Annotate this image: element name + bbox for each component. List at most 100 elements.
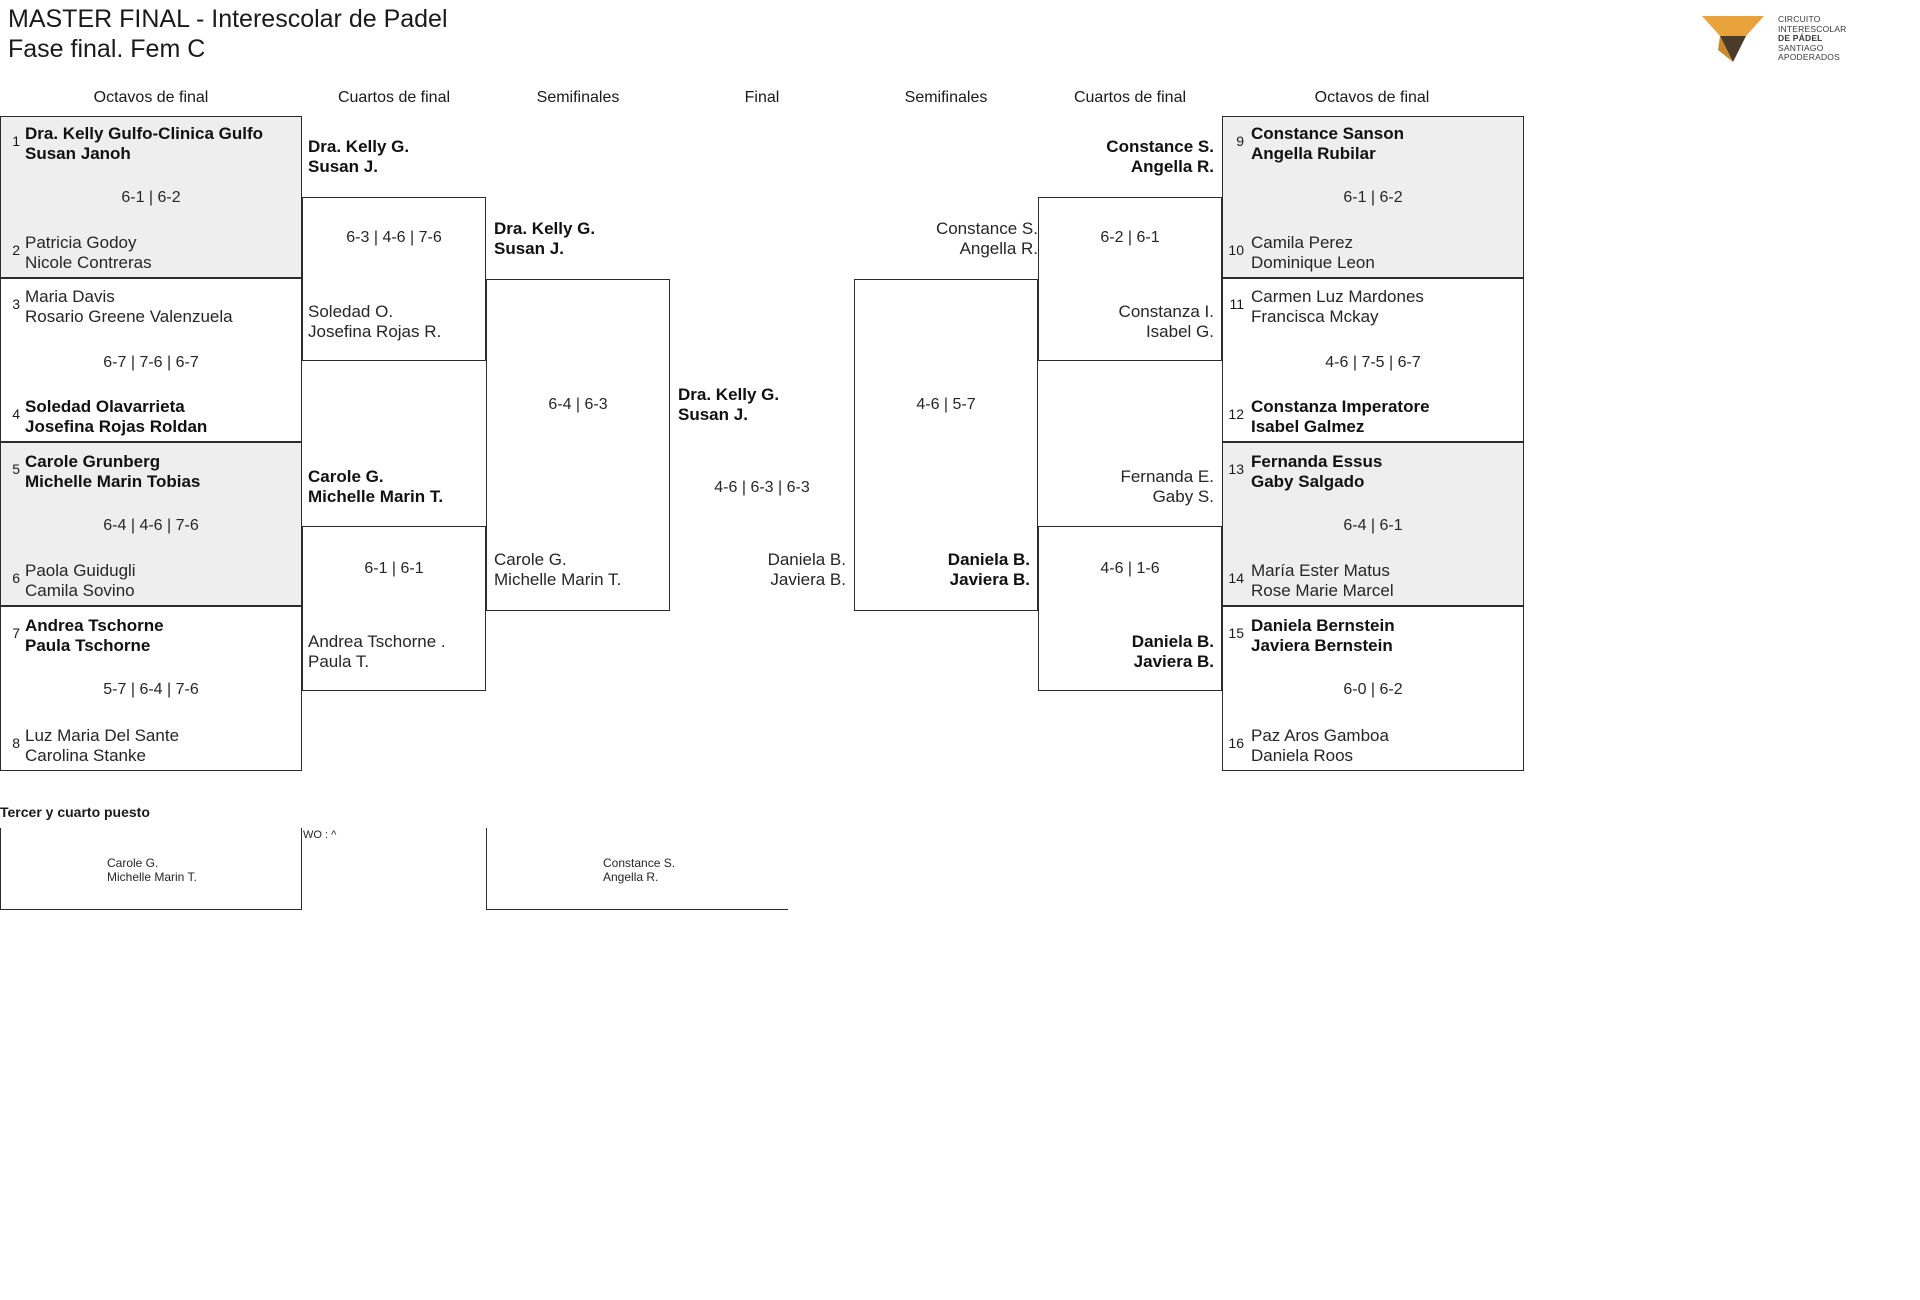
- team-9-player-1: Constance Sanson: [1251, 124, 1405, 143]
- team-8-player-2: Carolina Stanke: [25, 746, 146, 765]
- third-place-box-right[interactable]: [486, 828, 788, 910]
- score-left-r16-2: 6-7 | 7-6 | 6-7: [103, 354, 199, 371]
- third-place-box-left[interactable]: [0, 828, 302, 910]
- page-title: MASTER FINAL - Interescolar de Padel Fas…: [8, 4, 448, 64]
- team-10-player-1: Camila Perez: [1251, 233, 1354, 252]
- right-qf-3-player-2: Gaby S.: [1152, 487, 1214, 506]
- seed-2: 2: [12, 242, 20, 258]
- team-10-player-2: Dominique Leon: [1251, 253, 1375, 272]
- team-6-player-2: Camila Sovino: [25, 581, 135, 600]
- third-place-title: Tercer y cuarto puesto: [0, 804, 150, 820]
- team-16-player-2: Daniela Roos: [1251, 746, 1354, 765]
- team-13-player-1: Fernanda Essus: [1251, 452, 1383, 471]
- team-7-player-2: Paula Tschorne: [25, 636, 151, 655]
- score-left-qf-1: 6-3 | 4-6 | 7-6: [346, 229, 442, 246]
- round-heading-right-r16: Octavos de final: [1314, 89, 1430, 106]
- left-sf-2-player-1: Carole G.: [494, 550, 567, 569]
- right-sf-2-player-2: Javiera B.: [949, 570, 1030, 589]
- third-place-right-player-2: Angella R.: [603, 870, 659, 884]
- title-line-2: Fase final. Fem C: [8, 35, 206, 63]
- seed-14: 14: [1228, 570, 1244, 586]
- left-sf-1-player-1: Dra. Kelly G.: [494, 219, 596, 238]
- score-final: 4-6 | 6-3 | 6-3: [714, 479, 810, 496]
- logo-line-1: CIRCUITO: [1778, 14, 1821, 25]
- seed-5: 5: [12, 461, 20, 477]
- match-box-right-3[interactable]: [1222, 442, 1524, 606]
- team-15-player-2: Javiera Bernstein: [1251, 636, 1393, 655]
- seed-6: 6: [12, 570, 20, 586]
- left-qf-2-player-2: Josefina Rojas R.: [308, 322, 442, 341]
- title-line-1: MASTER FINAL - Interescolar de Padel: [8, 5, 448, 33]
- team-6-player-1: Paola Guidugli: [25, 561, 136, 580]
- seed-15: 15: [1228, 625, 1244, 641]
- third-place-left-player-2: Michelle Marin T.: [107, 870, 197, 884]
- team-2-player-2: Nicole Contreras: [25, 253, 152, 272]
- team-5-player-1: Carole Grunberg: [25, 452, 161, 471]
- round-heading-final: Final: [744, 89, 780, 106]
- round-heading-left-r16: Octavos de final: [93, 89, 209, 106]
- left-qf-1-player-1: Dra. Kelly G.: [308, 137, 410, 156]
- right-qf-1-player-2: Angella R.: [1130, 157, 1214, 176]
- right-qf-1-player-1: Constance S.: [1106, 137, 1214, 156]
- team-3-player-1: Maria Davis: [25, 287, 115, 306]
- team-2-player-1: Patricia Godoy: [25, 233, 137, 252]
- left-qf-4-player-1: Andrea Tschorne .: [308, 632, 446, 651]
- seed-16: 16: [1228, 735, 1244, 751]
- right-qf-2-player-1: Constanza I.: [1118, 302, 1214, 321]
- right-qf-3-player-1: Fernanda E.: [1120, 467, 1214, 486]
- score-left-r16-4: 5-7 | 6-4 | 7-6: [103, 681, 199, 698]
- right-sf-1-player-1: Constance S.: [935, 219, 1038, 238]
- match-box-right-4[interactable]: [1222, 606, 1524, 771]
- team-11-player-2: Francisca Mckay: [1251, 307, 1379, 326]
- match-box-left-1[interactable]: [0, 116, 302, 278]
- match-box-right-qf-2[interactable]: [1038, 526, 1222, 691]
- team-14-player-2: Rose Marie Marcel: [1251, 581, 1394, 600]
- right-qf-4-player-2: Javiera B.: [1133, 652, 1214, 671]
- final-left-player-2: Susan J.: [678, 405, 748, 424]
- team-14-player-1: María Ester Matus: [1251, 561, 1390, 580]
- team-13-player-2: Gaby Salgado: [1251, 472, 1365, 491]
- round-heading-left-qf: Cuartos de final: [337, 89, 451, 106]
- third-place-left-player-1: Carole G.: [107, 856, 159, 870]
- seed-13: 13: [1228, 461, 1244, 477]
- score-left-sf: 6-4 | 6-3: [548, 396, 608, 413]
- match-box-left-2[interactable]: [0, 278, 302, 442]
- team-11-player-1: Carmen Luz Mardones: [1251, 287, 1424, 306]
- seed-10: 10: [1228, 242, 1244, 258]
- left-qf-2-player-1: Soledad O.: [308, 302, 394, 321]
- team-4-player-1: Soledad Olavarrieta: [25, 397, 185, 416]
- score-left-r16-1: 6-1 | 6-2: [121, 189, 181, 206]
- final-left-player-1: Dra. Kelly G.: [678, 385, 780, 404]
- match-box-left-3[interactable]: [0, 442, 302, 606]
- score-left-qf-2: 6-1 | 6-1: [364, 560, 424, 577]
- match-box-left-qf-2[interactable]: [302, 526, 486, 691]
- logo-line-3: DE PÁDEL: [1778, 33, 1823, 44]
- score-right-r16-4: 6-0 | 6-2: [1343, 681, 1403, 698]
- logo-line-4: SANTIAGO: [1778, 42, 1824, 53]
- walkover-label: WO : ^: [303, 829, 337, 841]
- team-12-player-2: Isabel Galmez: [1251, 417, 1365, 436]
- logo-chevron-icon: [1702, 16, 1764, 62]
- left-sf-2-player-2: Michelle Marin T.: [494, 570, 622, 589]
- match-box-left-qf-1[interactable]: [302, 197, 486, 361]
- score-right-sf: 4-6 | 5-7: [916, 396, 976, 413]
- seed-11: 11: [1229, 296, 1244, 312]
- left-qf-3-player-1: Carole G.: [308, 467, 384, 486]
- match-box-right-sf[interactable]: [854, 279, 1038, 611]
- team-7-player-1: Andrea Tschorne: [25, 616, 164, 635]
- logo-line-2: INTERESCOLAR: [1778, 23, 1847, 34]
- seed-9: 9: [1236, 133, 1244, 149]
- score-left-r16-3: 6-4 | 4-6 | 7-6: [103, 517, 199, 534]
- match-box-right-qf-1[interactable]: [1038, 197, 1222, 361]
- seed-12: 12: [1228, 406, 1244, 422]
- round-heading-right-sf: Semifinales: [904, 89, 988, 106]
- right-qf-2-player-2: Isabel G.: [1145, 322, 1214, 341]
- match-box-right-1[interactable]: [1222, 116, 1524, 278]
- match-box-left-sf[interactable]: [486, 279, 670, 611]
- score-right-qf-2: 4-6 | 1-6: [1100, 560, 1160, 577]
- logo-line-5: APODERADOS: [1778, 52, 1840, 63]
- final-right-player-2: Javiera B.: [770, 570, 846, 589]
- score-right-r16-1: 6-1 | 6-2: [1343, 189, 1403, 206]
- match-box-right-2[interactable]: [1222, 278, 1524, 442]
- match-box-left-4[interactable]: [0, 606, 302, 771]
